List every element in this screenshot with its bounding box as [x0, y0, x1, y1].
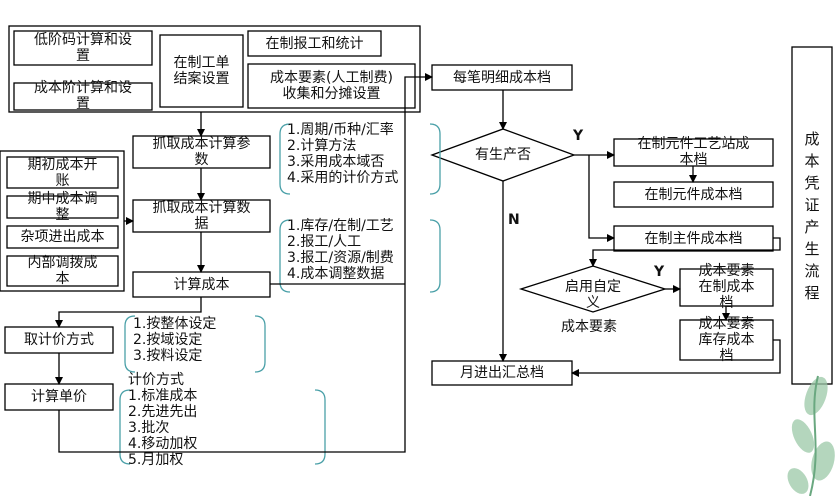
box-misc-io — [6, 225, 119, 249]
no-label-production: N — [508, 212, 520, 228]
data-list: 1.库存/在制/工艺 2.报工/人工 3.报工/资源/制费 4.成本调整数据 — [287, 218, 394, 282]
yes-label-custom: Y — [654, 264, 665, 280]
box-fetch-data — [132, 199, 271, 233]
cost-source-container — [0, 150, 125, 292]
diamond-has-production — [430, 128, 576, 182]
pricing-list: 计价方式 1.标准成本 2.先进先出 3.批次 4.移动加权 5.月加权 — [128, 372, 198, 468]
setting-list: 1.按整体设定 2.按域设定 3.按料设定 — [133, 316, 217, 364]
box-opening-cost — [6, 156, 119, 189]
box-fetch-params — [132, 135, 271, 169]
box-calc-cost — [132, 271, 271, 298]
box-wip-close — [159, 34, 244, 108]
box-mid-adjust — [6, 195, 119, 219]
box-wip-part-station — [613, 138, 774, 167]
box-internal-transfer — [6, 255, 119, 287]
box-unit-price — [4, 383, 114, 411]
box-low-code — [13, 30, 153, 66]
box-wip-part-cost — [613, 181, 774, 208]
params-list: 1.周期/币种/汇率 2.计算方法 3.采用成本域否 4.采用的计价方式 — [287, 122, 399, 186]
box-cost-level — [13, 82, 153, 111]
diamond-custom-enable — [518, 265, 668, 313]
box-cost-elements — [247, 63, 416, 109]
box-ce-wip — [679, 268, 774, 307]
box-ce-inventory — [679, 319, 774, 361]
box-detail-cost — [431, 64, 573, 91]
box-pricing-method — [4, 326, 114, 354]
voucher-flow-label: 成本凭证产生流程 — [804, 130, 820, 302]
yes-label-production: Y — [573, 128, 584, 144]
box-wip-main-cost — [613, 225, 774, 252]
box-wip-report — [247, 30, 382, 57]
setup-container — [8, 25, 421, 113]
box-monthly-summary — [431, 360, 573, 386]
custom-enable-sub-label: 成本要素 — [561, 319, 617, 335]
decorative-plant-image — [787, 375, 835, 496]
